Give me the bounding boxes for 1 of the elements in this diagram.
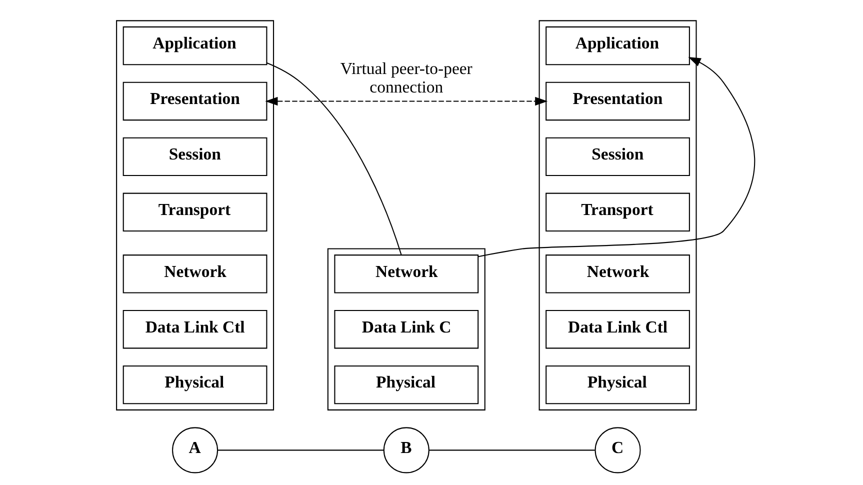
edge-label: Virtual peer-to-peer connection: [340, 58, 472, 97]
